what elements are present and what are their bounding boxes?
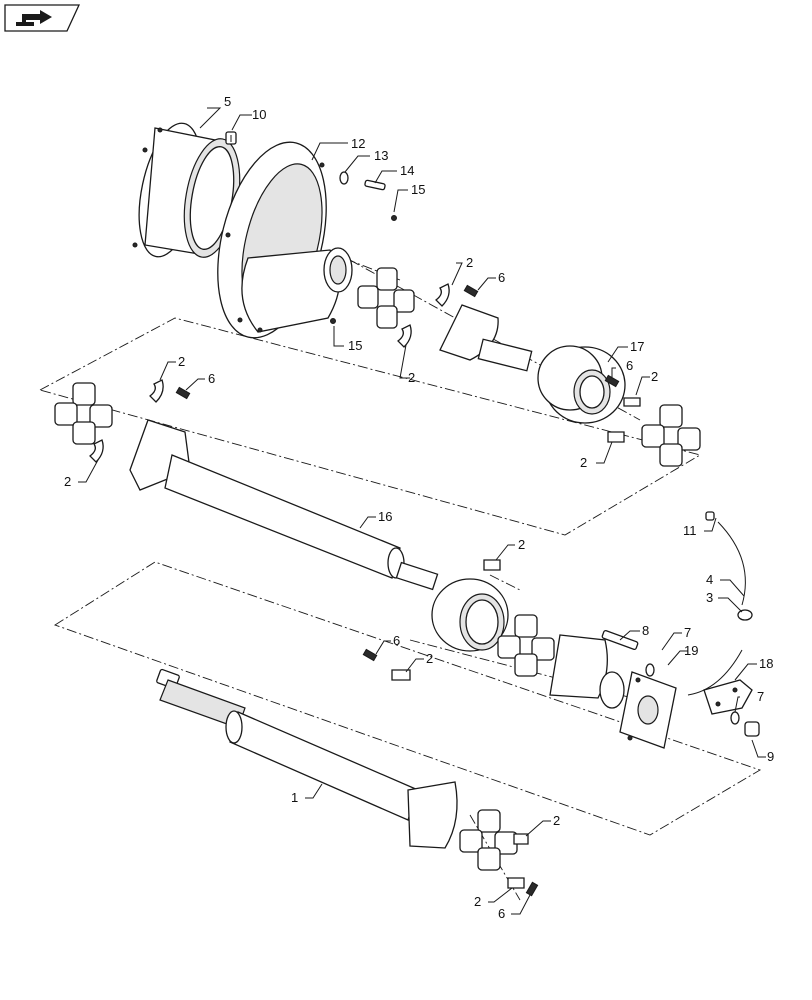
callout-2-h: 2 [426,651,433,666]
callout-5: 5 [224,94,231,109]
part-4-grease-hose[interactable] [687,521,746,696]
callout-2-g: 2 [518,537,525,552]
callout-labels: 5 10 12 13 14 15 15 2 6 2 17 6 2 2 2 6 2… [64,94,774,921]
callout-2-b: 2 [408,370,415,385]
callout-3: 3 [706,590,713,605]
callout-8: 8 [642,623,649,638]
part-6-bolts[interactable] [175,284,620,897]
part-1-input-shaft[interactable] [156,668,458,849]
callout-15-bottom: 15 [348,338,362,353]
part-9-nut[interactable] [744,721,760,737]
universal-joint-cross-upper[interactable] [357,267,415,329]
part-11-grease-fitting[interactable] [705,511,715,521]
part-13-washer[interactable] [339,171,349,185]
part-19-flange-yoke[interactable] [549,634,677,749]
callout-15-top: 15 [411,182,425,197]
part-18-bracket[interactable] [703,679,753,715]
callout-14: 14 [400,163,414,178]
part-7-washer-upper[interactable] [645,663,655,677]
part-7-washer-lower[interactable] [730,711,740,725]
part-17-cv-shaft[interactable] [439,304,626,424]
callout-10: 10 [252,107,266,122]
universal-joint-cross-middle[interactable] [497,614,555,677]
callout-11: 11 [683,523,697,538]
callout-16: 16 [378,509,392,524]
callout-19: 19 [684,643,698,658]
part-10-bolt[interactable] [225,131,237,145]
leader-lines [78,107,766,915]
part-15-fitting-bottom[interactable] [330,318,336,324]
part-5-housing-ring[interactable] [128,118,248,263]
nav-book-icon[interactable] [4,4,80,32]
callout-18: 18 [759,656,773,671]
callout-6-b: 6 [626,358,633,373]
callout-13: 13 [374,148,388,163]
universal-joint-cross-right[interactable] [641,404,701,467]
callout-17: 17 [630,339,644,354]
callout-4: 4 [706,572,713,587]
universal-joint-cross-bottom[interactable] [459,809,518,871]
callout-6-a: 6 [498,270,505,285]
callout-2-j: 2 [474,894,481,909]
part-15-fitting-top[interactable] [391,215,397,221]
callout-2-c: 2 [651,369,658,384]
callout-9: 9 [767,749,774,764]
callout-7-a: 7 [684,625,691,640]
callout-2-d: 2 [580,455,587,470]
universal-joint-cross-left[interactable] [54,382,113,445]
callout-6-d: 6 [393,633,400,648]
part-14-bolt[interactable] [364,179,386,191]
part-3-clip[interactable] [737,609,753,621]
callout-12: 12 [351,136,365,151]
part-12-bearing-housing[interactable] [199,131,353,349]
callout-7-b: 7 [757,689,764,704]
part-2-clips[interactable] [89,283,641,889]
part-16-drive-shaft[interactable] [129,419,509,652]
callout-6-c: 6 [208,371,215,386]
callout-1: 1 [291,790,298,805]
callout-2-a: 2 [466,255,473,270]
callout-2-e: 2 [178,354,185,369]
callout-6-e: 6 [498,906,505,921]
callout-2-i: 2 [553,813,560,828]
callout-2-f: 2 [64,474,71,489]
